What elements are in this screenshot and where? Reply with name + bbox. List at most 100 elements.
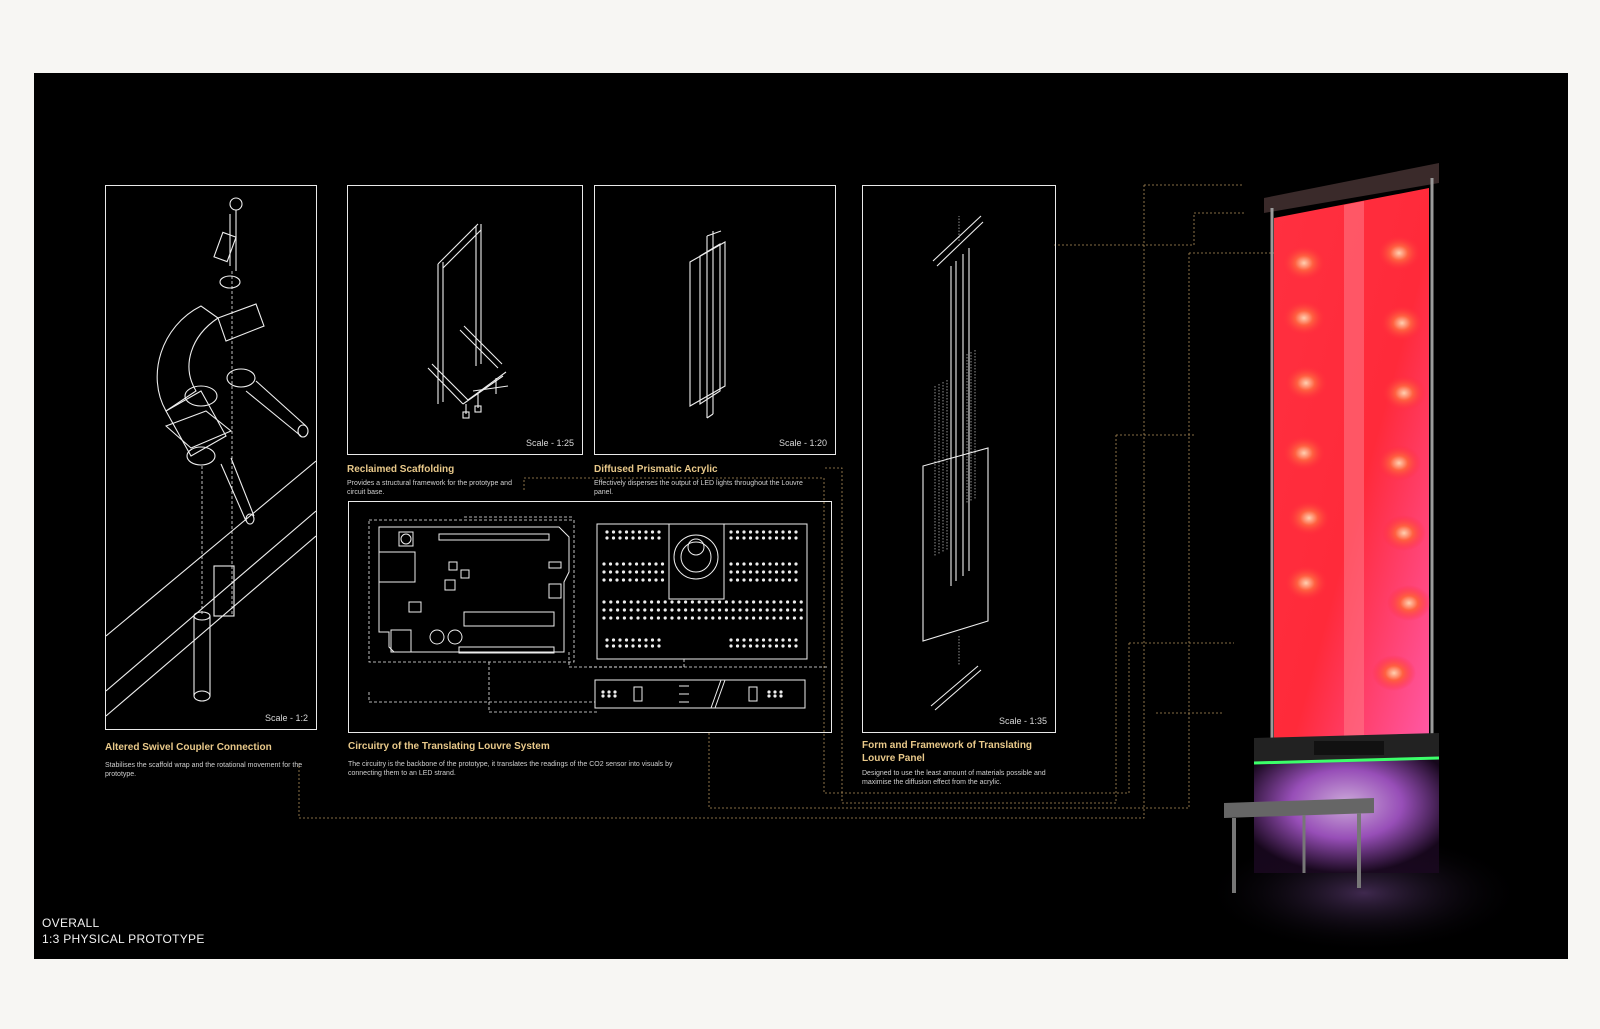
scaffolding-description: Provides a structural framework for the … bbox=[347, 480, 512, 496]
breadboard-hole bbox=[711, 616, 715, 620]
breadboard-hole bbox=[781, 536, 785, 540]
breadboard-hole bbox=[660, 578, 665, 582]
breadboard-hole bbox=[768, 644, 772, 648]
breadboard-hole bbox=[644, 530, 648, 534]
breadboard-hole bbox=[654, 570, 658, 574]
breadboard-hole bbox=[690, 616, 694, 620]
breadboard-hole bbox=[772, 600, 776, 604]
breadboard-hole bbox=[663, 600, 667, 604]
breadboard-hole bbox=[735, 536, 740, 540]
breadboard-hole bbox=[781, 638, 785, 642]
breadboard-hole bbox=[650, 608, 654, 612]
circuitry-title: Circuitry of the Translating Louvre Syst… bbox=[348, 741, 550, 752]
breadboard-hole bbox=[742, 530, 746, 534]
overall-caption: OVERALL 1:3 PHYSICAL PROTOTYPE bbox=[42, 915, 205, 947]
led-glow bbox=[1377, 235, 1421, 271]
breadboard-hole bbox=[622, 616, 626, 620]
breadboard-hole bbox=[621, 570, 626, 574]
breadboard-hole bbox=[697, 600, 701, 604]
breadboard-hole bbox=[624, 530, 629, 534]
breadboard-hole bbox=[634, 562, 639, 566]
breadboard-hole bbox=[657, 638, 661, 642]
coupler-panel: Scale - 1:2 bbox=[105, 185, 317, 730]
acrylic-scale: Scale - 1:20 bbox=[778, 438, 827, 448]
breadboard-hole bbox=[774, 638, 779, 642]
breadboard-hole bbox=[621, 578, 626, 582]
breadboard-hole bbox=[660, 570, 665, 574]
breadboard-hole bbox=[781, 530, 785, 534]
breadboard-hole bbox=[656, 616, 660, 620]
breadboard-hole bbox=[615, 578, 619, 582]
framework-drawing bbox=[922, 215, 989, 711]
led-glow bbox=[1284, 565, 1328, 601]
led-glow bbox=[1387, 585, 1431, 621]
breadboard-hole bbox=[611, 638, 616, 642]
led-glow bbox=[1382, 375, 1426, 411]
caption-line-2: 1:3 PHYSICAL PROTOTYPE bbox=[42, 932, 205, 946]
breadboard-hole bbox=[690, 608, 694, 612]
breadboard-hole bbox=[786, 608, 790, 612]
breadboard-hole bbox=[773, 694, 777, 698]
breadboard-hole bbox=[781, 644, 785, 648]
breadboard-hole bbox=[787, 638, 792, 642]
breadboard-hole bbox=[748, 570, 753, 574]
caption-line-1: OVERALL bbox=[42, 916, 100, 930]
breadboard-hole bbox=[735, 644, 740, 648]
breadboard-hole bbox=[745, 616, 749, 620]
breadboard-hole bbox=[643, 600, 647, 604]
breadboard-hole bbox=[613, 690, 617, 694]
breadboard-hole bbox=[745, 600, 749, 604]
led-glow bbox=[1380, 305, 1424, 341]
breadboard-hole bbox=[794, 644, 798, 648]
breadboard-hole bbox=[772, 608, 776, 612]
breadboard-hole bbox=[794, 530, 798, 534]
breadboard-hole bbox=[618, 530, 622, 534]
breadboard-hole bbox=[755, 578, 759, 582]
breadboard-hole bbox=[787, 570, 792, 574]
led-glow bbox=[1372, 655, 1416, 691]
breadboard-hole bbox=[774, 570, 779, 574]
breadboard-hole bbox=[774, 578, 779, 582]
breadboard-hole bbox=[755, 644, 759, 648]
acrylic-drawing bbox=[689, 230, 726, 419]
breadboard-hole bbox=[684, 600, 688, 604]
led-glow bbox=[1284, 365, 1328, 401]
breadboard-hole bbox=[656, 600, 660, 604]
breadboard-hole bbox=[773, 690, 777, 694]
breadboard-hole bbox=[735, 562, 740, 566]
led-glow bbox=[1287, 500, 1331, 536]
led-glow bbox=[1282, 435, 1326, 471]
breadboard-hole bbox=[729, 638, 733, 642]
framework-description: Designed to use the least amount of mate… bbox=[862, 770, 1046, 786]
acrylic-title: Diffused Prismatic Acrylic bbox=[594, 464, 718, 475]
breadboard-hole bbox=[602, 616, 606, 620]
framework-scale: Scale - 1:35 bbox=[998, 716, 1047, 726]
led-glow bbox=[1382, 515, 1426, 551]
breadboard-hole bbox=[643, 608, 647, 612]
scaffolding-title: Reclaimed Scaffolding bbox=[347, 464, 455, 475]
coupler-description: Stabilises the scaffold wrap and the rot… bbox=[105, 762, 303, 778]
breadboard-hole bbox=[786, 616, 790, 620]
breadboard-hole bbox=[742, 570, 746, 574]
breadboard-hole bbox=[792, 616, 796, 620]
breadboard-hole bbox=[748, 644, 753, 648]
framework-title: Form and Framework of Translating Louvre… bbox=[862, 740, 1033, 764]
breadboard-hole bbox=[608, 562, 613, 566]
breadboard-hole bbox=[761, 644, 766, 648]
breadboard-hole bbox=[729, 536, 733, 540]
breadboard-hole bbox=[628, 578, 632, 582]
breadboard-hole bbox=[629, 616, 633, 620]
breadboard-hole bbox=[787, 578, 792, 582]
breadboard-hole bbox=[650, 530, 655, 534]
breadboard-hole bbox=[765, 608, 769, 612]
breadboard-hole bbox=[607, 694, 611, 698]
coupler-scale: Scale - 1:2 bbox=[264, 713, 308, 723]
breadboard-hole bbox=[799, 608, 803, 612]
breadboard-hole bbox=[748, 530, 753, 534]
breadboard-hole bbox=[748, 578, 753, 582]
breadboard-hole bbox=[768, 536, 772, 540]
breadboard-hole bbox=[654, 578, 658, 582]
breadboard-hole bbox=[611, 536, 616, 540]
breadboard-hole bbox=[609, 608, 613, 612]
breadboard-hole bbox=[670, 616, 674, 620]
